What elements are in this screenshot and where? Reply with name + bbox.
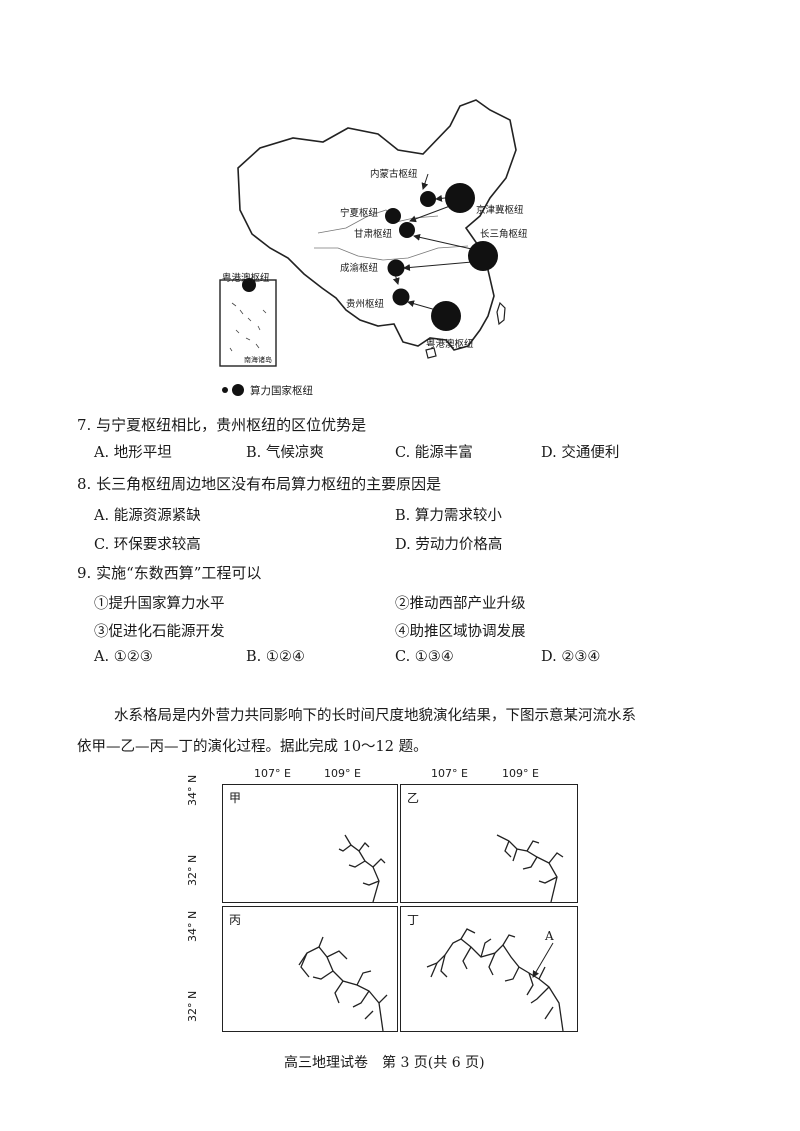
q8-option-c: C. 环保要求较高 <box>94 537 201 553</box>
q7-option-c: C. 能源丰富 <box>395 445 473 461</box>
label-inset: 南海诸岛 <box>244 356 272 364</box>
q8-option-a: A. 能源资源紧缺 <box>94 508 201 524</box>
hub-ningxia <box>385 208 401 224</box>
question-8-stem: 8. 长三角枢纽周边地区没有布局算力枢纽的主要原因是 <box>77 475 442 493</box>
passage-line-2: 依甲—乙—丙—丁的演化过程。据此完成 10～12 题。 <box>77 739 428 755</box>
q7-option-d: D. 交通便利 <box>541 445 620 461</box>
hub-gansu <box>399 222 415 238</box>
q9-option-b: B. ①②④ <box>246 649 305 665</box>
panel-label-jia: 甲 <box>229 791 242 805</box>
river-network-ding <box>426 928 564 1032</box>
label-guizhou: 贵州枢纽 <box>346 299 385 310</box>
river-network-jia <box>338 834 386 903</box>
label-ningxia: 宁夏枢纽 <box>340 208 379 219</box>
panel-jia: 甲 <box>222 784 398 903</box>
page-footer: 高三地理试卷 第 3 页(共 6 页) <box>284 1055 485 1071</box>
q8-option-d: D. 劳动力价格高 <box>395 537 503 553</box>
lon-tick-107-left: 107° E <box>254 767 291 780</box>
q9-statement-2: ②推动西部产业升级 <box>395 596 526 612</box>
inset-islands <box>229 302 267 352</box>
lat-tick-34-top: 34° N <box>186 774 199 806</box>
label-changsanjiao: 长三角枢纽 <box>480 229 528 240</box>
q9-statement-3: ③促进化石能源开发 <box>94 624 225 640</box>
legend-label: 算力国家枢纽 <box>250 385 313 397</box>
taiwan-outline <box>496 301 506 326</box>
lat-tick-32-top: 32° N <box>186 854 199 886</box>
lon-tick-107-right: 107° E <box>431 767 468 780</box>
panel-label-yi: 乙 <box>407 791 420 805</box>
label-inset-hub: 粤港澳枢纽 <box>222 273 270 284</box>
marker-a-arrow <box>532 942 554 978</box>
q9-option-a: A. ①②③ <box>94 649 153 665</box>
marker-a: A <box>545 929 554 943</box>
lon-tick-109-left: 109° E <box>324 767 361 780</box>
panel-bing: 丙 <box>222 906 398 1032</box>
hub-jingjinji <box>445 183 475 213</box>
q9-statement-1: ①提升国家算力水平 <box>94 596 225 612</box>
label-jingjinji: 京津冀枢纽 <box>476 205 524 216</box>
computing-hub-map: 内蒙古枢纽 宁夏枢纽 京津冀枢纽 甘肃枢纽 长三角枢纽 成渝枢纽 贵州枢纽 粤港… <box>218 98 528 408</box>
lon-tick-109-right: 109° E <box>502 767 539 780</box>
hub-changsanjiao <box>468 241 498 271</box>
lat-tick-32-bottom: 32° N <box>186 990 199 1022</box>
question-9-stem: 9. 实施“东数西算”工程可以 <box>77 564 262 582</box>
q9-statement-4: ④助推区域协调发展 <box>395 624 526 640</box>
q7-option-a: A. 地形平坦 <box>94 445 172 461</box>
legend-small-dot <box>222 387 228 393</box>
q9-option-c: C. ①③④ <box>395 649 454 665</box>
hub-chengyu <box>387 259 405 277</box>
label-yuegangao: 粤港澳枢纽 <box>426 339 474 350</box>
hub-yuegangao <box>431 301 461 331</box>
passage-line-1: 水系格局是内外营力共同影响下的长时间尺度地貌演化结果，下图示意某河流水系 <box>114 708 636 724</box>
q7-option-b: B. 气候凉爽 <box>246 445 324 461</box>
south-china-sea-inset <box>219 279 277 367</box>
river-network-yi <box>496 834 564 903</box>
legend-large-dot <box>232 384 244 396</box>
panel-yi: 乙 <box>400 784 578 903</box>
label-chengyu: 成渝枢纽 <box>340 263 379 274</box>
panel-label-bing: 丙 <box>229 913 242 927</box>
china-outline <box>237 99 517 351</box>
label-neimenggu: 内蒙古枢纽 <box>370 169 418 180</box>
inset-hub-dot <box>242 278 256 292</box>
hub-neimenggu <box>420 191 436 207</box>
yangtze-river <box>314 245 469 261</box>
q8-option-b: B. 算力需求较小 <box>395 508 502 524</box>
river-network-bing <box>298 936 388 1032</box>
hub-guizhou <box>392 288 410 306</box>
hainan-outline <box>425 347 437 359</box>
panel-label-ding: 丁 <box>407 913 420 927</box>
panel-ding: 丁 A <box>400 906 578 1032</box>
lat-tick-34-bottom: 34° N <box>186 910 199 942</box>
label-gansu: 甘肃枢纽 <box>354 229 393 240</box>
china-map-svg <box>219 99 517 396</box>
question-7-stem: 7. 与宁夏枢纽相比，贵州枢纽的区位优势是 <box>77 416 367 434</box>
river-evolution-figure: 107° E 109° E 107° E 109° E 34° N 32° N … <box>184 764 604 1064</box>
q9-option-d: D. ②③④ <box>541 649 601 665</box>
